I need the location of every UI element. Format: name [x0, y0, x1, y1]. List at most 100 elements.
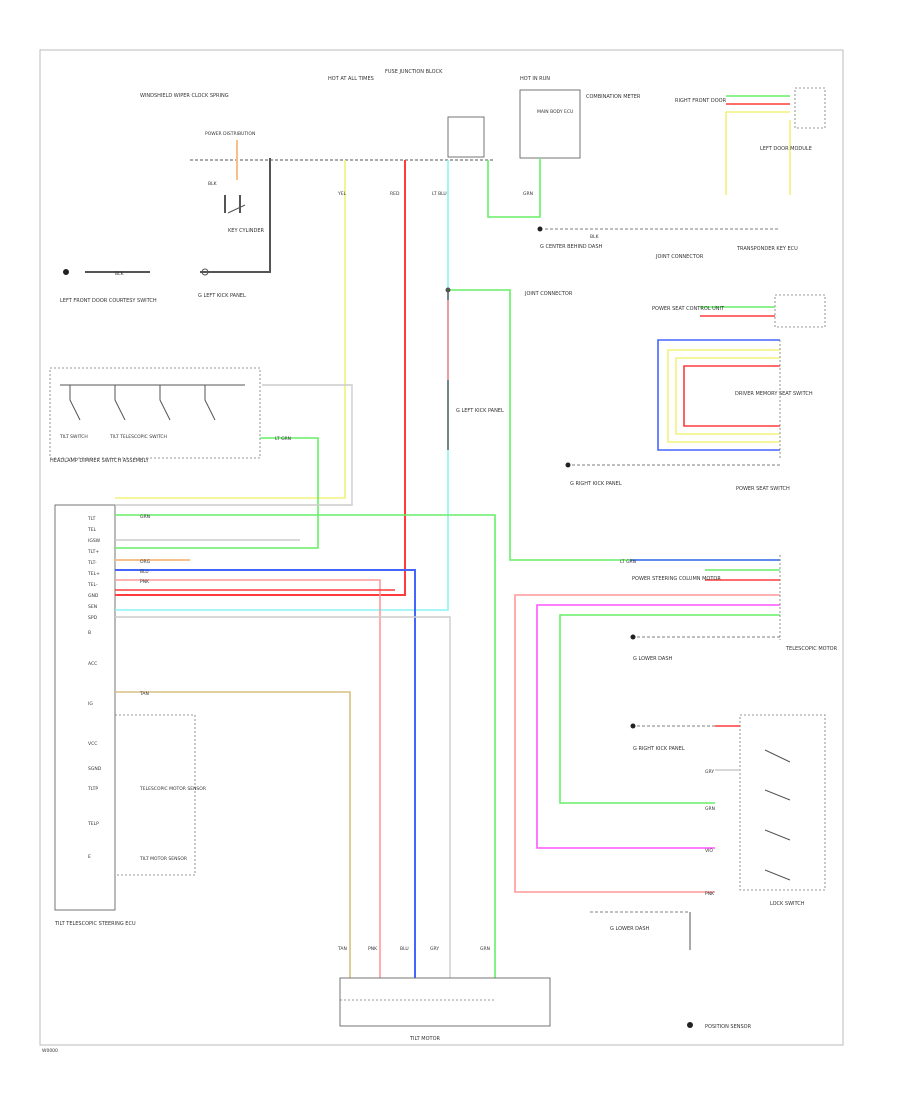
connector-box-rt2 — [774, 294, 826, 328]
wire-label-lt-grn: LT GRN — [275, 436, 291, 442]
wire-label-blu: BLU — [400, 946, 409, 952]
wire-label-vio: VIO — [705, 848, 713, 854]
wire-label-blu-ecu: BLU — [140, 569, 149, 575]
main-body-ecu-label: MAIN BODY ECU — [537, 109, 573, 115]
combo-meter-label: COMBINATION METER — [586, 94, 641, 100]
wire-gray-main — [115, 616, 451, 978]
wire-label-lt-blu: LT BLU — [432, 191, 447, 197]
ground-left-icon — [63, 269, 69, 275]
ecu-pin-16: SGND — [88, 766, 102, 772]
key-cylinder-label: KEY CYLINDER — [228, 228, 265, 234]
ecu-pin-15: VCC — [88, 741, 97, 747]
steering-sensor-label: WINDSHIELD WIPER CLOCK SPRING — [140, 93, 229, 99]
telescopic-switch-label: TILT TELESCOPIC SWITCH — [109, 434, 167, 440]
g-left-label: G LEFT KICK PANEL — [198, 293, 246, 299]
wire-yellow-loop-2 — [675, 357, 780, 435]
wire-pink-loop — [514, 594, 780, 893]
diagram-frame — [39, 49, 844, 1046]
ground-bottom-icon — [687, 1022, 693, 1028]
lock-switch-box — [739, 714, 826, 891]
power-steering-module-label: POWER STEERING COLUMN MOTOR — [632, 576, 721, 582]
ground-center-icon — [537, 226, 543, 232]
motor-sensor-top-label: TELESCOPIC MOTOR SENSOR — [139, 786, 206, 792]
wire-label-blk-3: BLK — [590, 234, 600, 240]
wire-green-center — [448, 289, 780, 561]
ground-right-label: G RIGHT KICK PANEL — [570, 481, 622, 487]
hot-in-run-label: HOT IN RUN — [520, 76, 550, 82]
wire-label-gry: GRY — [430, 946, 439, 952]
power-distribution-label: POWER DISTRIBUTION — [205, 131, 255, 137]
wire-red-main — [115, 160, 406, 596]
wire-yellow-loop — [667, 349, 780, 443]
front-door-switch-label: LEFT FRONT DOOR COURTESY SWITCH — [60, 298, 157, 304]
ground-lower-2-label: G LOWER DASH — [610, 926, 650, 932]
wire-label-blk-1: BLK — [208, 181, 218, 187]
ecu-pin-0: TLT — [87, 516, 96, 522]
wire-blue-main — [115, 569, 416, 978]
wire-label-yel: YEL — [337, 191, 347, 197]
wire-label-grn: GRN — [480, 946, 490, 952]
ecu-pin-10: B — [88, 630, 91, 636]
wire-label-blk-2: BLK — [115, 271, 125, 277]
wire-tan-main — [115, 691, 351, 978]
ground-right-2-label: G RIGHT KICK PANEL — [633, 746, 685, 752]
fuse-junction-label: FUSE JUNCTION BLOCK — [385, 69, 443, 75]
ecu-pin-5: TEL+ — [87, 571, 100, 577]
ecu-pin-2: IGSW — [88, 538, 101, 544]
tilt-motor-label: TILT MOTOR — [409, 1036, 441, 1042]
ecu-pin-6: TEL- — [87, 582, 98, 588]
wire-green-loop — [559, 614, 780, 804]
right-front-door-label: RIGHT FRONT DOOR — [675, 98, 727, 104]
g-center-label: G CENTER BEHIND DASH — [540, 244, 602, 250]
ecu-pin-1: TEL — [87, 527, 97, 533]
tilt-switch-label: TILT SWITCH — [59, 434, 88, 440]
position-sensor-label: POSITION SENSOR — [705, 1024, 752, 1030]
footer-code: W0000 — [42, 1048, 58, 1054]
ground-lower-label: G LOWER DASH — [633, 656, 673, 662]
ground-rt5-icon — [630, 634, 636, 640]
wire-green-top — [487, 158, 541, 218]
wire-blue-loop — [657, 339, 780, 451]
wire-label-lt-grn-2: LT GRN — [620, 559, 636, 565]
ecu-pin-3: TLT+ — [87, 549, 99, 555]
wire-green-switch — [115, 437, 319, 549]
wire-pink-main — [115, 579, 381, 978]
ecu-pin-17: TLTP — [87, 786, 98, 792]
ecu-pin-19: E — [88, 854, 91, 860]
wire-yellow-main — [115, 160, 346, 499]
memory-seat-switch-label: DRIVER MEMORY SEAT SWITCH — [735, 391, 813, 397]
switch-assembly-box — [49, 367, 261, 459]
wire-yellow-rt1 — [725, 111, 790, 195]
wire-label-grn-rt: GRN — [705, 806, 715, 812]
splice-point-center — [445, 287, 451, 293]
seat-position-sensor-label: POWER SEAT CONTROL UNIT — [652, 306, 725, 312]
bottom-connector-box — [339, 977, 551, 1027]
ecu-pin-7: GND — [88, 593, 99, 599]
lock-switch-label: LOCK SWITCH — [770, 901, 805, 907]
connector-pin-left — [201, 268, 209, 276]
wire-green-long — [115, 514, 496, 978]
wire-label-pnk-ecu: PNK — [140, 579, 150, 585]
switch-assembly-label: HEADLAMP DIMMER SWITCH ASSEMBLY — [50, 458, 150, 464]
ecu-pin-11: ACC — [88, 661, 97, 667]
wire-red-loop — [683, 365, 780, 427]
wire-label-org: ORG — [140, 559, 151, 565]
ecu-pin-18: TELP — [87, 821, 99, 827]
joint-connector-2-label: JOINT CONNECTOR — [524, 291, 573, 297]
ecu-pin-4: TLT- — [87, 560, 97, 566]
switch-contacts — [224, 195, 241, 213]
ecu-pin-8: SEN — [88, 604, 97, 610]
hot-at-all-times-label: HOT AT ALL TIMES — [328, 76, 374, 82]
ecu-pin-9: SPD — [88, 615, 98, 621]
joint-connector-label: JOINT CONNECTOR — [655, 254, 704, 260]
switch-blade — [227, 204, 246, 214]
g-left-center-label: G LEFT KICK PANEL — [456, 408, 504, 414]
wire-label-grn-ecu: GRN — [140, 514, 150, 520]
switch-contacts-group — [69, 385, 216, 421]
telescopic-motor-label: TELESCOPIC MOTOR — [785, 646, 838, 652]
wire-gray-switch — [115, 384, 353, 506]
wire-label-grn-top: GRN — [523, 191, 533, 197]
wire-magenta-loop — [536, 604, 780, 849]
